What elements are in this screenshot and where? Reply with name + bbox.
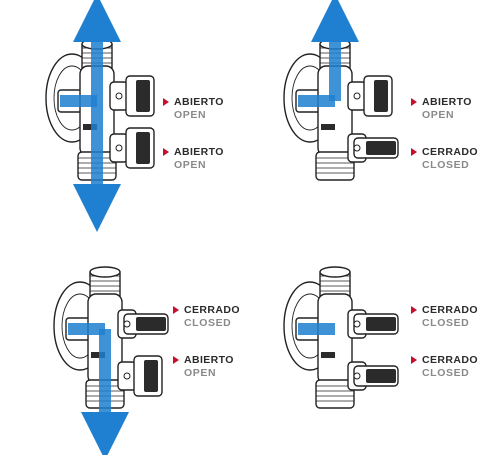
label-panel4-bottom: CERRADO CLOSED (411, 354, 478, 380)
label-panel3-bottom: ABIERTO OPEN (173, 354, 234, 380)
label-panel4-top: CERRADO CLOSED (411, 304, 478, 330)
state-en: CLOSED (422, 159, 470, 171)
brand-plate (83, 124, 97, 130)
handle-grip (366, 317, 396, 331)
label-panel2-bottom: CERRADO CLOSED (411, 146, 478, 172)
label-panel1-bottom: ABIERTO OPEN (163, 146, 224, 172)
brand-plate (321, 352, 335, 358)
pointer-icon (163, 98, 169, 106)
top-handle (109, 75, 155, 117)
valve-panel-2 (283, 0, 399, 181)
pointer-icon (411, 148, 417, 156)
handle-screw (123, 320, 131, 328)
top-outlet-rim (89, 266, 121, 278)
pointer-icon (411, 306, 417, 314)
valve-panel-4 (283, 266, 399, 409)
state-es: CERRADO (422, 146, 478, 158)
state-en: OPEN (184, 367, 217, 379)
handle-grip (374, 80, 388, 112)
label-panel2-top: ABIERTO OPEN (411, 96, 472, 122)
pointer-icon (411, 356, 417, 364)
top-handle (347, 309, 399, 339)
handle-screw (115, 144, 123, 152)
state-es: ABIERTO (422, 96, 472, 108)
handle-screw (115, 92, 123, 100)
bottom-handle (347, 133, 399, 163)
handle-grip (366, 141, 396, 155)
handle-screw (353, 372, 361, 380)
state-es: CERRADO (422, 304, 478, 316)
state-es: CERRADO (422, 354, 478, 366)
handle-screw (353, 92, 361, 100)
handle-screw (353, 144, 361, 152)
state-en: CLOSED (422, 367, 470, 379)
state-en: OPEN (174, 109, 207, 121)
pointer-icon (411, 98, 417, 106)
valve-panel-3 (53, 266, 169, 455)
bottom-handle (347, 361, 399, 391)
valve-body (317, 293, 353, 385)
top-handle (347, 75, 393, 117)
top-handle (117, 309, 169, 339)
bottom-handle (109, 127, 155, 169)
label-panel1-top: ABIERTO OPEN (163, 96, 224, 122)
handle-grip (136, 132, 150, 164)
handle-grip (136, 80, 150, 112)
bottom-handle (117, 355, 163, 397)
pointer-icon (173, 356, 179, 364)
handle-grip (144, 360, 158, 392)
brand-plate (91, 352, 105, 358)
handle-grip (366, 369, 396, 383)
handle-screw (123, 372, 131, 380)
state-en: CLOSED (422, 317, 470, 329)
top-outlet-rim (319, 266, 351, 278)
handle-screw (353, 320, 361, 328)
valve-panel-1 (45, 0, 155, 232)
state-es: ABIERTO (174, 96, 224, 108)
state-en: OPEN (174, 159, 207, 171)
state-es: CERRADO (184, 304, 240, 316)
state-es: ABIERTO (174, 146, 224, 158)
state-en: OPEN (422, 109, 455, 121)
handle-grip (136, 317, 166, 331)
state-es: ABIERTO (184, 354, 234, 366)
brand-plate (321, 124, 335, 130)
label-panel3-top: CERRADO CLOSED (173, 304, 240, 330)
pointer-icon (173, 306, 179, 314)
pointer-icon (163, 148, 169, 156)
state-en: CLOSED (184, 317, 232, 329)
